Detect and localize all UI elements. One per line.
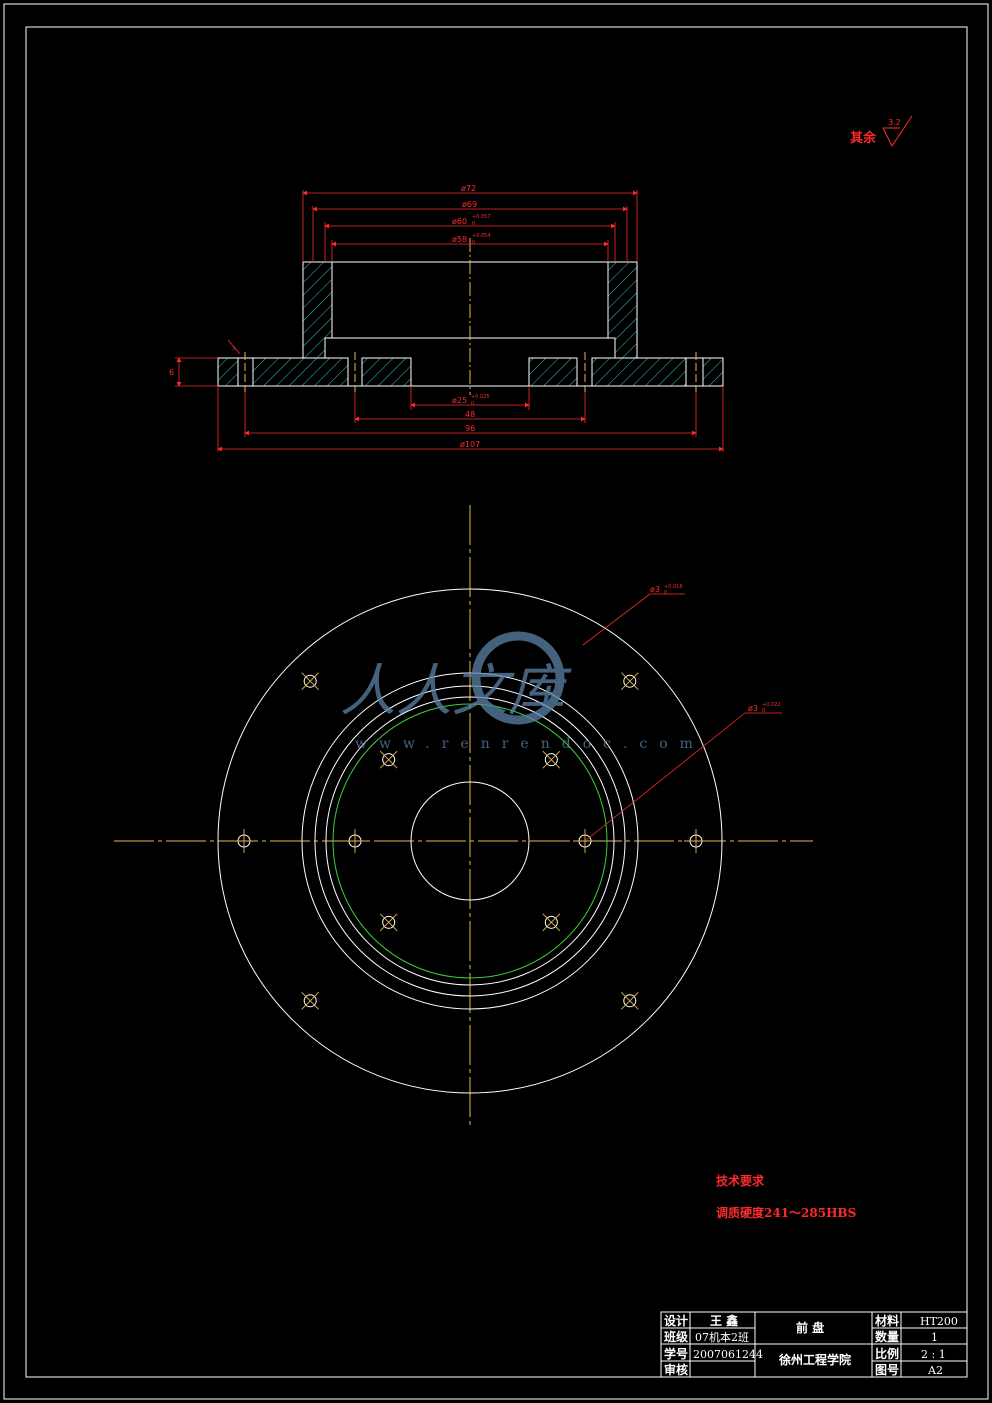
dim-chamfer: 3 (232, 346, 235, 352)
dim-center-bore-tol: +0.025 (471, 394, 490, 400)
section-view: ø72 ø69 ø60 +0.057 0 ø58 +0.054 0 ø25 +0… (169, 184, 724, 452)
tb-id-label: 学号 (664, 1346, 688, 1361)
tb-scale-label: 比例 (875, 1346, 899, 1361)
dim-96: 96 (465, 424, 475, 433)
bore-circle-green (332, 703, 608, 979)
outer-border (3, 3, 989, 1400)
watermark: 人人文库 www.renrendoc.com (340, 631, 705, 752)
tech-requirements-line1: 调质硬度241～285HBS (716, 1205, 856, 1220)
tb-material-value: HT200 (920, 1315, 958, 1328)
tb-id-value: 2007061244 (693, 1348, 763, 1361)
roughness-symbol: 其余 3.2 (850, 115, 913, 147)
dim-bore-60-tol-lower: 0 (472, 221, 475, 227)
hatch-flange-2 (252, 357, 349, 387)
dim-center-bore-25: ø25 (452, 396, 467, 405)
tb-drawing-no-value: A2 (927, 1364, 943, 1377)
dim-height-6: 6 (169, 368, 174, 377)
bolt-hole-inner (542, 913, 561, 932)
dim-outer-72: ø72 (461, 184, 476, 193)
bolt-hole-outer (301, 672, 319, 690)
roughness-label: 其余 (850, 130, 877, 146)
bolt-hole-inner (379, 913, 398, 932)
dim-48: 48 (465, 410, 475, 419)
bolt-hole-inner (379, 750, 398, 769)
hole-label-2-tol: +0.022 (762, 702, 781, 708)
bolt-hole-inner (343, 829, 367, 853)
dim-bore-58: ø58 (452, 235, 467, 244)
dim-107: ø107 (460, 440, 480, 449)
bolt-holes (232, 672, 708, 1010)
tb-scale-value: 2 : 1 (921, 1348, 946, 1361)
dim-bore-60-tol: +0.057 (472, 214, 491, 220)
inner-border (25, 26, 968, 1378)
boss-circle-3 (325, 696, 615, 986)
dim-bore-58-tol: +0.054 (472, 233, 491, 239)
watermark-text: 人人文库 (340, 659, 572, 724)
tb-part-name: 前 盘 (796, 1320, 824, 1335)
hole-label-1: ø3 (650, 585, 660, 594)
boss-circle-2 (314, 685, 626, 997)
bolt-hole-outer (684, 829, 708, 853)
plan-view: ø3 +0.018 0 ø3 +0.022 0 (114, 505, 813, 1128)
hole-label-1-tol-lower: 0 (664, 590, 667, 596)
tb-qty-value: 1 (931, 1331, 938, 1344)
hatch-flange-1 (217, 357, 239, 387)
tb-school: 徐州工程学院 (778, 1352, 851, 1367)
hole-label-1-tol: +0.018 (664, 584, 683, 590)
tb-qty-label: 数量 (875, 1329, 899, 1344)
title-block (660, 1311, 968, 1378)
tb-review-label: 审核 (664, 1362, 688, 1377)
tech-requirements-title: 技术要求 (716, 1173, 765, 1188)
bolt-hole-outer (621, 992, 639, 1010)
hatch-wall-left (302, 261, 333, 359)
dim-bore-60: ø60 (452, 217, 467, 226)
watermark-url: www.renrendoc.com (355, 736, 705, 752)
outer-circle (217, 588, 723, 1094)
hatch-flange-3 (361, 357, 412, 387)
dim-center-bore-tol-lower: 0 (471, 401, 474, 407)
tb-material-label: 材料 (874, 1313, 899, 1328)
bolt-hole-outer (232, 829, 256, 853)
boss-circle-1 (301, 672, 639, 1010)
hatch-flange-4 (528, 357, 578, 387)
hatch-flange-6 (702, 357, 724, 387)
bolt-hole-inner (542, 750, 561, 769)
dim-outer-69: ø69 (462, 200, 477, 209)
hole-label-2: ø3 (748, 704, 758, 713)
roughness-value: 3.2 (888, 118, 901, 127)
tb-design-value: 王 鑫 (710, 1313, 738, 1328)
bolt-hole-outer (301, 992, 319, 1010)
tb-design-label: 设计 (664, 1313, 688, 1328)
dim-bore-58-tol-lower: 0 (472, 240, 475, 246)
tb-class-value: 07机本2班 (695, 1330, 749, 1344)
bolt-hole-outer (621, 672, 639, 690)
hatch-wall-right (607, 261, 638, 359)
tb-drawing-no-label: 图号 (875, 1362, 899, 1377)
tb-class-label: 班级 (664, 1329, 688, 1344)
hole-label-2-tol-lower: 0 (762, 708, 765, 714)
hatch-flange-5 (591, 357, 687, 387)
center-bore-circle (410, 781, 530, 901)
